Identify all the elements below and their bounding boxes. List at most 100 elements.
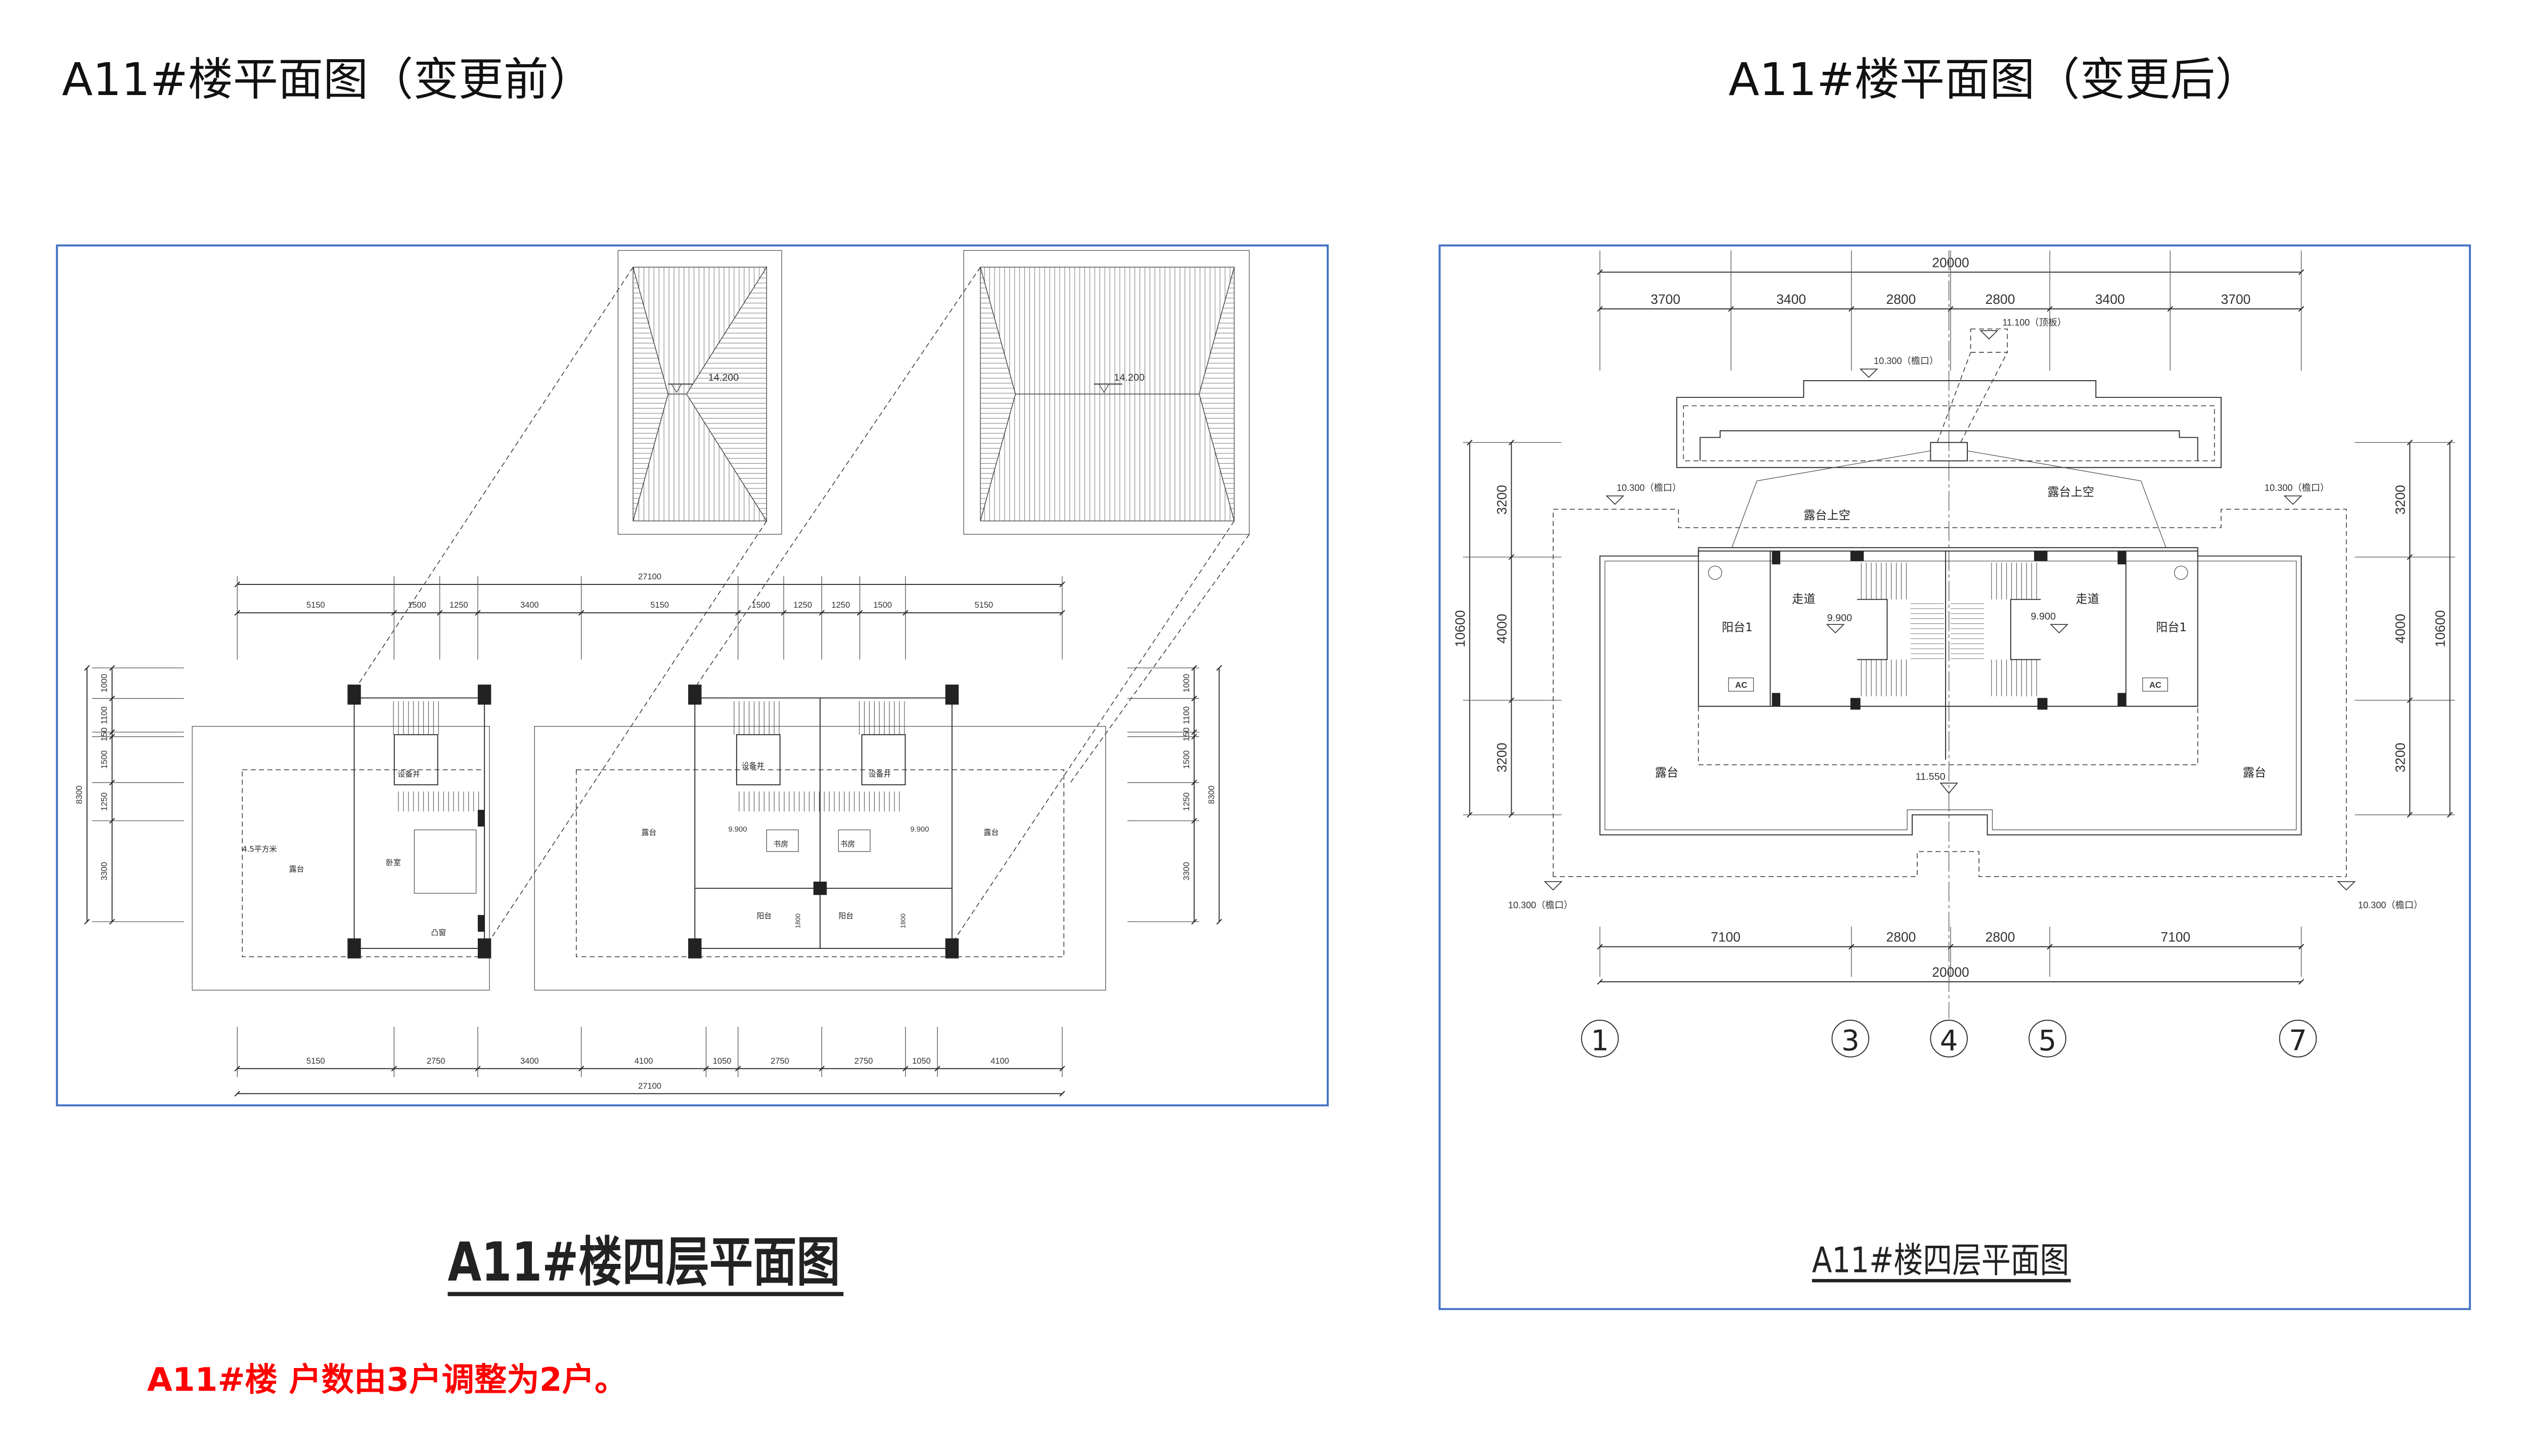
dimension-label: 1050 bbox=[912, 1057, 931, 1066]
frame-before bbox=[56, 244, 1329, 1107]
level-mark-1: 9.900 bbox=[728, 826, 747, 834]
dimension-label: 3200 bbox=[1494, 485, 1509, 515]
room-label-study-2: 书房 bbox=[840, 839, 855, 848]
ac-unit-left bbox=[1728, 677, 1754, 692]
elevation-eave-top: 10.300（檐口） bbox=[1874, 356, 1938, 366]
dimension-label: 1000 bbox=[100, 674, 109, 693]
elevation-roof-slab: 11.100（顶板） bbox=[2002, 317, 2066, 328]
dimension-label: 2750 bbox=[427, 1057, 445, 1066]
dimension-label: 1050 bbox=[713, 1057, 732, 1066]
room-label-shaft-2: 设备井 bbox=[742, 761, 764, 770]
dimension-total-label: 27100 bbox=[638, 572, 661, 581]
roof-elevation-2: 14.200 bbox=[1114, 372, 1145, 383]
roof-plan-2: 14.200 bbox=[963, 250, 1250, 535]
dimension-label: 150 bbox=[1182, 727, 1191, 742]
dimension-label: 1500 bbox=[408, 601, 426, 610]
label-balcony-left: 阳台1 bbox=[1722, 621, 1753, 634]
room-label-terrace-2: 露台 bbox=[642, 828, 657, 837]
dimension-total-label: 8300 bbox=[75, 786, 84, 804]
balcony-depth-2: 1800 bbox=[899, 914, 907, 928]
dimension-total-label: 10600 bbox=[1453, 610, 1468, 647]
ac-label-right: AC bbox=[2149, 681, 2161, 690]
ac-unit-right bbox=[2142, 677, 2168, 692]
caption-before: A11#楼四层平面图 bbox=[448, 1231, 840, 1293]
room-label-balcony-2: 阳台 bbox=[838, 912, 853, 921]
axis-label-3: 3 bbox=[1841, 1024, 1860, 1057]
dimension-label: 5150 bbox=[975, 601, 994, 610]
elevation-eave-bottom-left: 10.300（檐口） bbox=[1508, 900, 1573, 911]
room-label-terrace-3: 露台 bbox=[984, 828, 999, 837]
room-label-area: 4.5平方米 bbox=[242, 844, 277, 853]
axis-label-5: 5 bbox=[2039, 1024, 2057, 1057]
label-terrace-left: 露台 bbox=[1655, 766, 1678, 780]
axis-5: 5 bbox=[2028, 1019, 2066, 1058]
dimension-label: 5150 bbox=[650, 601, 669, 610]
dimension-label: 1000 bbox=[1182, 674, 1191, 693]
dimension-label: 5150 bbox=[306, 601, 325, 610]
axis-3: 3 bbox=[1831, 1019, 1870, 1058]
dimension-label: 2750 bbox=[771, 1057, 789, 1066]
dimension-label: 7100 bbox=[1711, 930, 1741, 945]
dimension-label: 2800 bbox=[1886, 930, 1916, 945]
plan-unit-left: 设备井 卧室 4.5平方米 露台 凸窗 bbox=[192, 685, 491, 991]
dimension-label: 3200 bbox=[2392, 485, 2408, 515]
dimension-label: 1500 bbox=[100, 750, 109, 769]
level-mark-2: 9.900 bbox=[910, 826, 929, 834]
dimension-label: 4100 bbox=[635, 1057, 653, 1066]
dimension-label: 2800 bbox=[1886, 292, 1916, 307]
dimension-label: 3700 bbox=[2221, 292, 2251, 307]
frame-after bbox=[1438, 244, 2471, 1310]
elevation-eave-left: 10.300（檐口） bbox=[1616, 483, 1681, 493]
dimension-label: 2750 bbox=[854, 1057, 873, 1066]
dimension-label: 1500 bbox=[873, 601, 892, 610]
label-terrace-right: 露台 bbox=[2243, 766, 2266, 780]
dimension-label: 4100 bbox=[990, 1057, 1009, 1066]
dimension-label: 3300 bbox=[1182, 862, 1191, 881]
balcony-depth-1: 1800 bbox=[794, 914, 801, 928]
level-mark-left: 9.900 bbox=[1827, 613, 1853, 624]
ac-label-left: AC bbox=[1735, 681, 1747, 690]
terrace-outline bbox=[1553, 509, 2347, 877]
room-label-shaft-3: 设备井 bbox=[869, 769, 891, 779]
dimension-label: 3300 bbox=[100, 862, 109, 881]
change-note: A11#楼 户数由3户调整为2户。 bbox=[147, 1361, 627, 1399]
dimension-label: 1100 bbox=[100, 706, 109, 724]
caption-after: A11#楼四层平面图 bbox=[1812, 1241, 2069, 1281]
dimension-label: 1250 bbox=[832, 601, 850, 610]
elevation-eave-right: 10.300（檐口） bbox=[2265, 483, 2329, 493]
dimension-label: 150 bbox=[100, 727, 109, 742]
dimension-total-label: 10600 bbox=[2433, 610, 2448, 647]
dimension-label: 1100 bbox=[1182, 706, 1191, 724]
dimension-total-label: 8300 bbox=[1207, 786, 1216, 804]
dimension-label: 3400 bbox=[1776, 292, 1806, 307]
dimension-label: 1250 bbox=[793, 601, 812, 610]
room-label-balcony-1: 阳台 bbox=[757, 912, 772, 921]
room-label-bay-window: 凸窗 bbox=[431, 928, 446, 937]
dimension-label: 4000 bbox=[2392, 614, 2408, 644]
elevation-eave-bottom-right: 10.300（檐口） bbox=[2358, 900, 2423, 911]
dimension-label: 3400 bbox=[2095, 292, 2125, 307]
dimension-label: 1250 bbox=[449, 601, 468, 610]
plan-unit-right: 设备井 设备井 露台 露台 书房 书房 9.900 9.900 阳台 阳台 18… bbox=[534, 685, 1106, 991]
dimension-label: 1500 bbox=[752, 601, 771, 610]
dimension-label: 7100 bbox=[2160, 930, 2190, 945]
level-mark-right: 9.900 bbox=[2031, 611, 2056, 622]
label-terrace-void-right: 露台上空 bbox=[2048, 486, 2094, 499]
dimension-label: 2800 bbox=[1985, 292, 2015, 307]
axis-label-4: 4 bbox=[1940, 1024, 1958, 1057]
dimension-label: 1250 bbox=[100, 792, 109, 811]
title-after: A11#楼平面图（变更后） bbox=[1729, 54, 2261, 106]
dimension-label: 3400 bbox=[520, 601, 539, 610]
axis-1: 1 bbox=[1581, 1019, 1619, 1058]
dimension-label: 5150 bbox=[306, 1057, 325, 1066]
axis-7: 7 bbox=[2279, 1019, 2317, 1058]
title-before: A11#楼平面图（变更前） bbox=[62, 54, 594, 106]
label-balcony-right: 阳台1 bbox=[2156, 621, 2187, 634]
axis-4: 4 bbox=[1930, 1019, 1968, 1058]
axis-label-7: 7 bbox=[2289, 1024, 2307, 1057]
room-label-bedroom: 卧室 bbox=[386, 858, 401, 867]
